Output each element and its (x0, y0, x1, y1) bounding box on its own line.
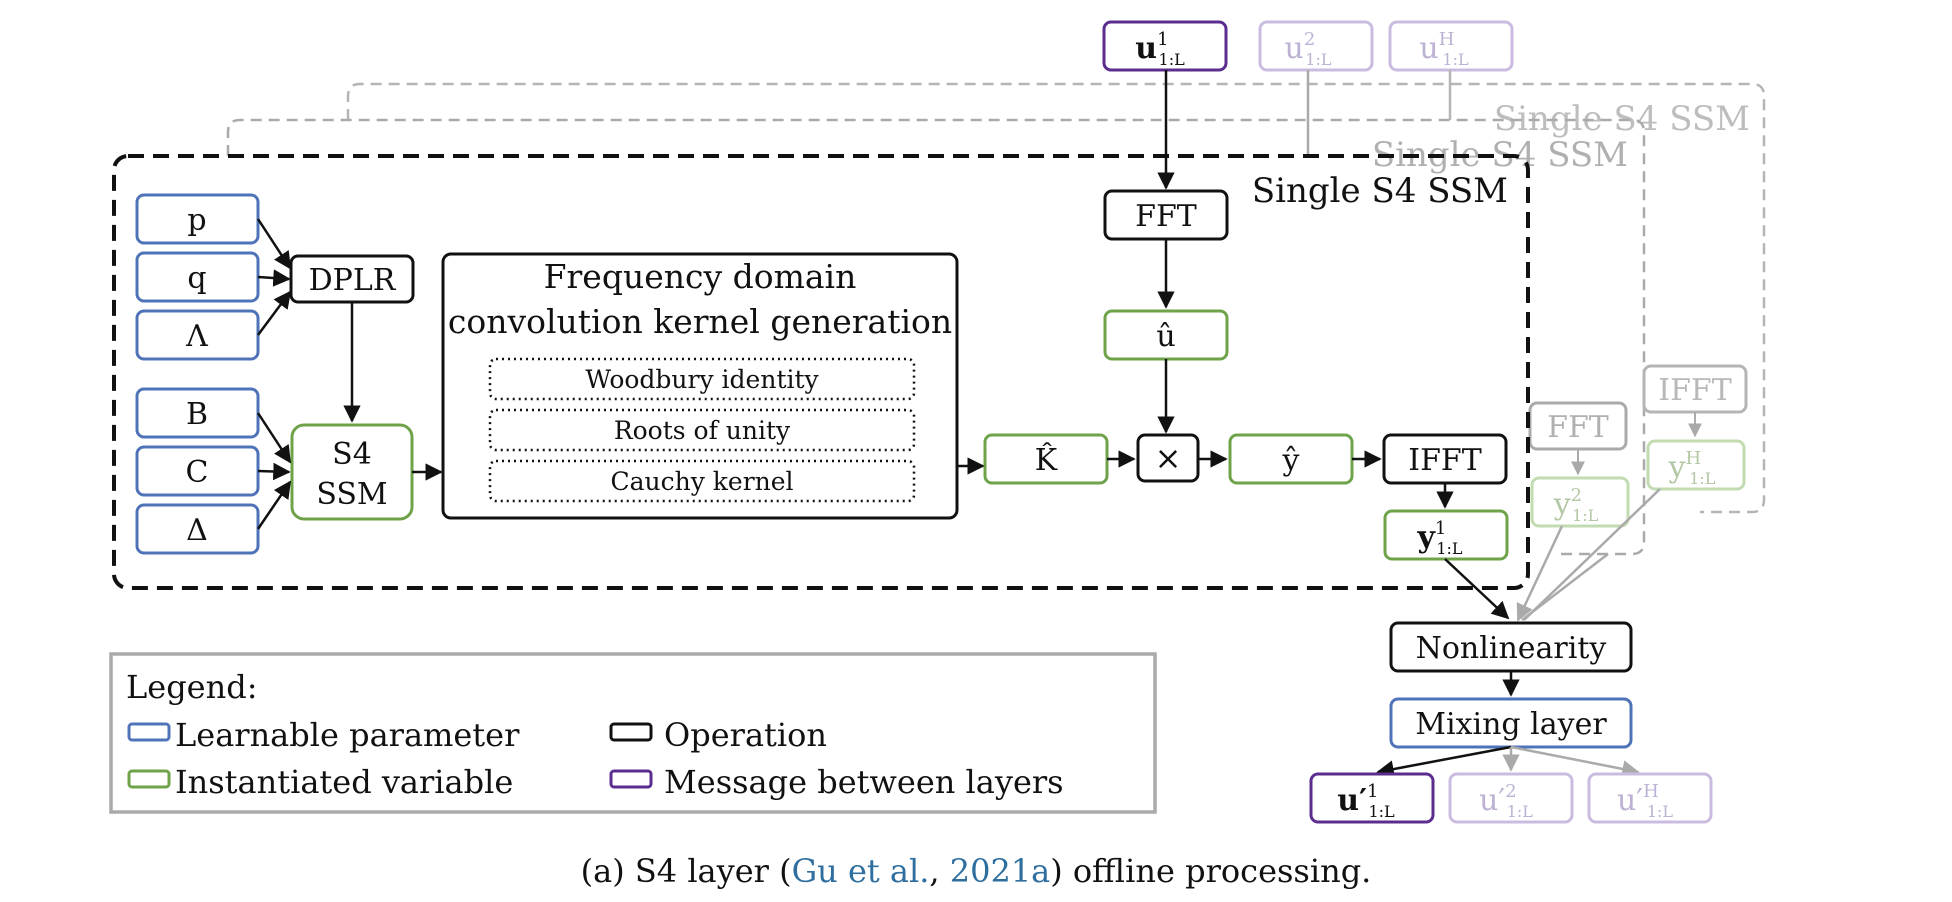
svg-text:u′21:L: u′21:L (1479, 781, 1533, 821)
legend: Legend: Learnable parameter Instantiated… (109, 652, 1157, 814)
svg-text:u′11:L: u′11:L (1337, 781, 1395, 821)
svg-text:B: B (186, 397, 208, 432)
kernel-step-roots: Roots of unity (488, 408, 916, 452)
legend-item-instantiated: Instantiated variable (127, 763, 513, 801)
param-lambda: Λ (135, 309, 260, 361)
svg-text:u21:L: u21:L (1285, 29, 1332, 69)
svg-text:Roots of unity: Roots of unity (614, 416, 791, 445)
ghost-fft-box: FFT (1528, 401, 1628, 451)
kernel-step-cauchy: Cauchy kernel (488, 459, 916, 503)
kernel-generation-title-1: Frequency domain (544, 257, 857, 296)
svg-text:×: × (1155, 439, 1182, 477)
svg-text:û: û (1156, 319, 1175, 354)
legend-title: Legend: (126, 668, 257, 706)
svg-text:u′H1:L: u′H1:L (1617, 781, 1673, 821)
param-C: C (135, 445, 260, 497)
svg-text:Learnable parameter: Learnable parameter (175, 716, 520, 754)
svg-text:Cauchy kernel: Cauchy kernel (610, 467, 793, 496)
svg-text:Instantiated variable: Instantiated variable (175, 763, 513, 801)
svg-text:C: C (186, 455, 209, 490)
legend-item-message: Message between layers (609, 763, 1064, 801)
svg-text:Message between layers: Message between layers (664, 763, 1064, 801)
kernel-generation-title-2: convolution kernel generation (448, 302, 952, 341)
svg-text:IFFT: IFFT (1658, 373, 1732, 408)
figure-caption: (a) S4 layer (Gu et al., 2021a) offline … (581, 852, 1372, 890)
svg-text:DPLR: DPLR (309, 263, 397, 298)
svg-text:u11:L: u11:L (1135, 29, 1185, 69)
svg-text:Δ: Δ (186, 513, 208, 548)
var-k-hat: K̂ (983, 433, 1109, 485)
param-p: p (135, 193, 260, 245)
var-s4-ssm: S4 SSM (290, 423, 414, 521)
svg-text:uH1:L: uH1:L (1419, 29, 1469, 69)
op-ifft: IFFT (1382, 433, 1508, 485)
ssm-frame-front-title: Single S4 SSM (1252, 171, 1508, 211)
svg-text:IFFT: IFFT (1408, 443, 1482, 478)
op-fft: FFT (1103, 189, 1229, 241)
var-y-hat: ŷ (1228, 433, 1354, 485)
svg-text:FFT: FFT (1547, 410, 1609, 445)
kernel-generation-block: Frequency domain convolution kernel gene… (441, 252, 959, 520)
param-delta: Δ (135, 503, 260, 555)
svg-text:Mixing layer: Mixing layer (1415, 707, 1607, 742)
ssm-frame-front: Single S4 SSM (112, 154, 1530, 590)
legend-item-learnable: Learnable parameter (127, 716, 520, 754)
svg-text:SSM: SSM (316, 477, 387, 512)
svg-text:S4: S4 (332, 437, 372, 472)
svg-text:q: q (187, 261, 206, 296)
param-B: B (135, 387, 260, 439)
ghost-ifft-box: IFFT (1642, 364, 1748, 414)
legend-item-operation: Operation (609, 716, 827, 754)
var-u-hat: û (1103, 309, 1229, 361)
svg-text:Λ: Λ (185, 319, 208, 354)
kernel-step-woodbury: Woodbury identity (488, 357, 916, 401)
svg-text:ŷ: ŷ (1282, 443, 1300, 478)
citation-year-link[interactable]: 2021a (950, 852, 1051, 890)
svg-text:Nonlinearity: Nonlinearity (1416, 631, 1607, 666)
op-multiply: × (1136, 433, 1200, 483)
svg-text:y21:L: y21:L (1553, 485, 1599, 525)
op-nonlinearity: Nonlinearity (1389, 621, 1633, 673)
param-q: q (135, 251, 260, 303)
svg-text:K̂: K̂ (1035, 443, 1058, 478)
svg-text:yH1:L: yH1:L (1668, 448, 1716, 488)
svg-text:FFT: FFT (1135, 199, 1197, 234)
op-dplr: DPLR (289, 254, 415, 304)
svg-text:y11:L: y11:L (1416, 518, 1462, 558)
svg-text:Woodbury identity: Woodbury identity (585, 365, 819, 394)
svg-text:Operation: Operation (664, 716, 827, 754)
svg-text:p: p (187, 203, 206, 238)
citation-author-link[interactable]: Gu et al. (792, 852, 930, 890)
mixing-layer: Mixing layer (1389, 697, 1633, 749)
